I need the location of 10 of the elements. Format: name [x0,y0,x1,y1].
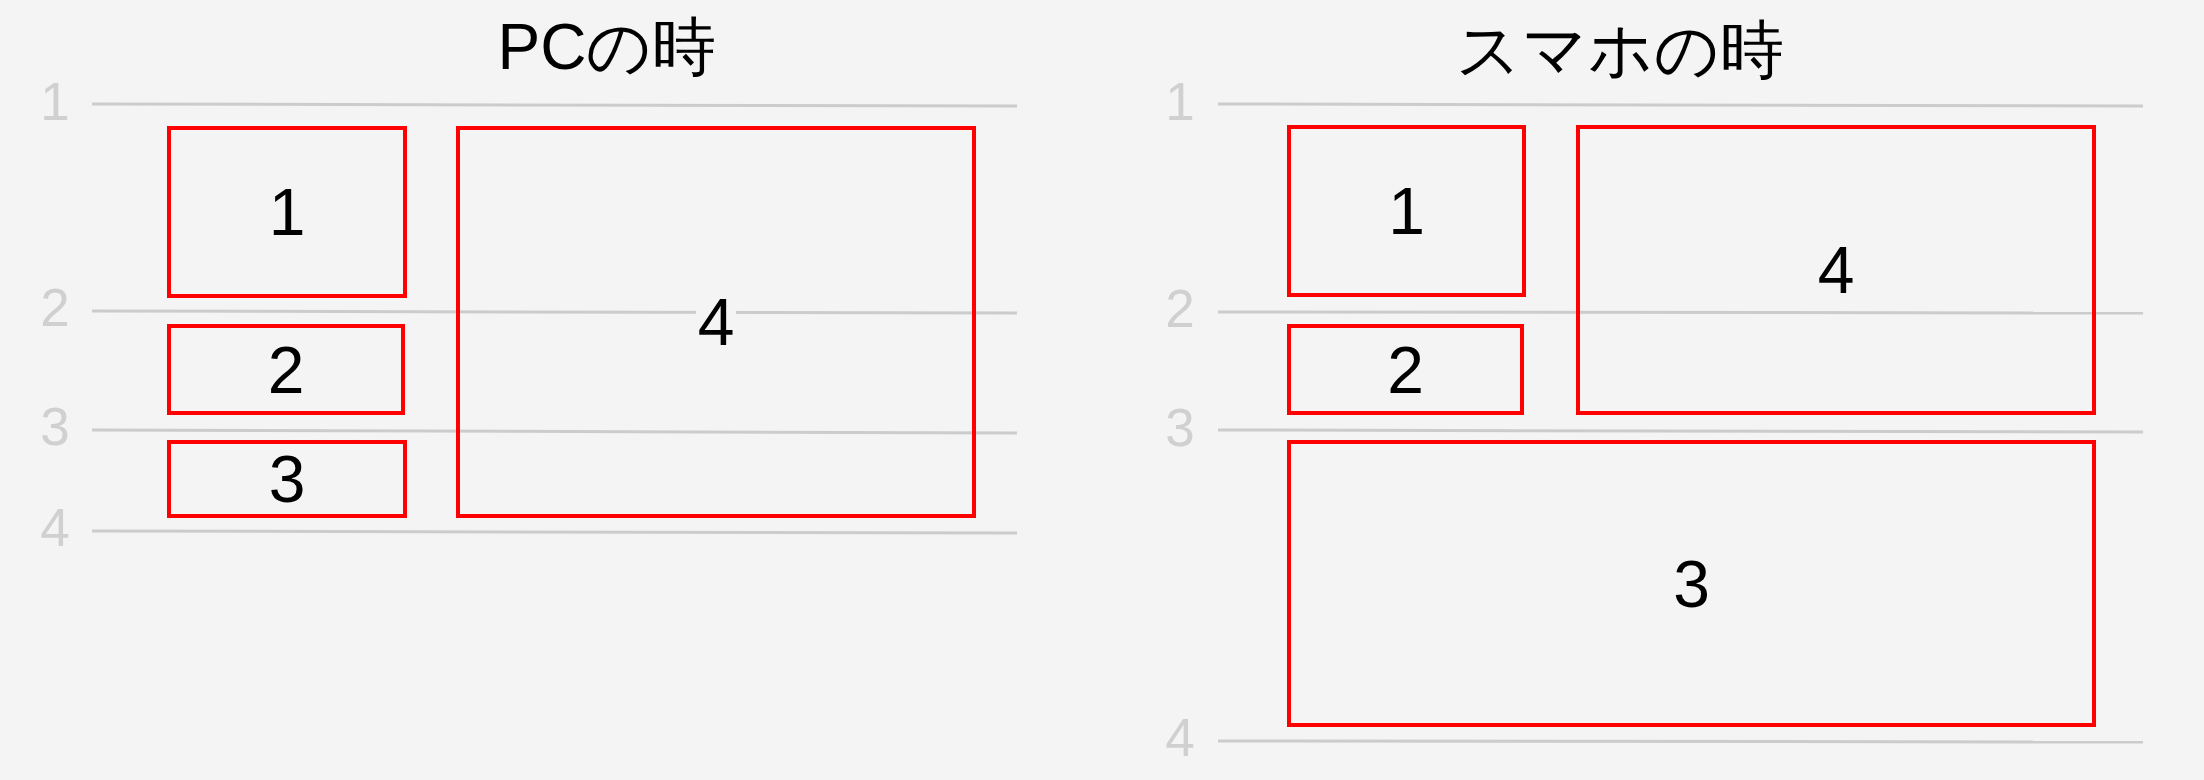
region-box [456,126,976,518]
region-box [167,126,407,298]
panel-title: スマホの時 [1456,18,1784,82]
region-box [167,324,405,415]
region-box [1287,125,1526,297]
panel-title: PCの時 [497,15,717,79]
region-box [1287,440,2096,727]
region-box [1287,324,1524,415]
region-box [167,440,407,518]
region-box [1576,125,2096,415]
